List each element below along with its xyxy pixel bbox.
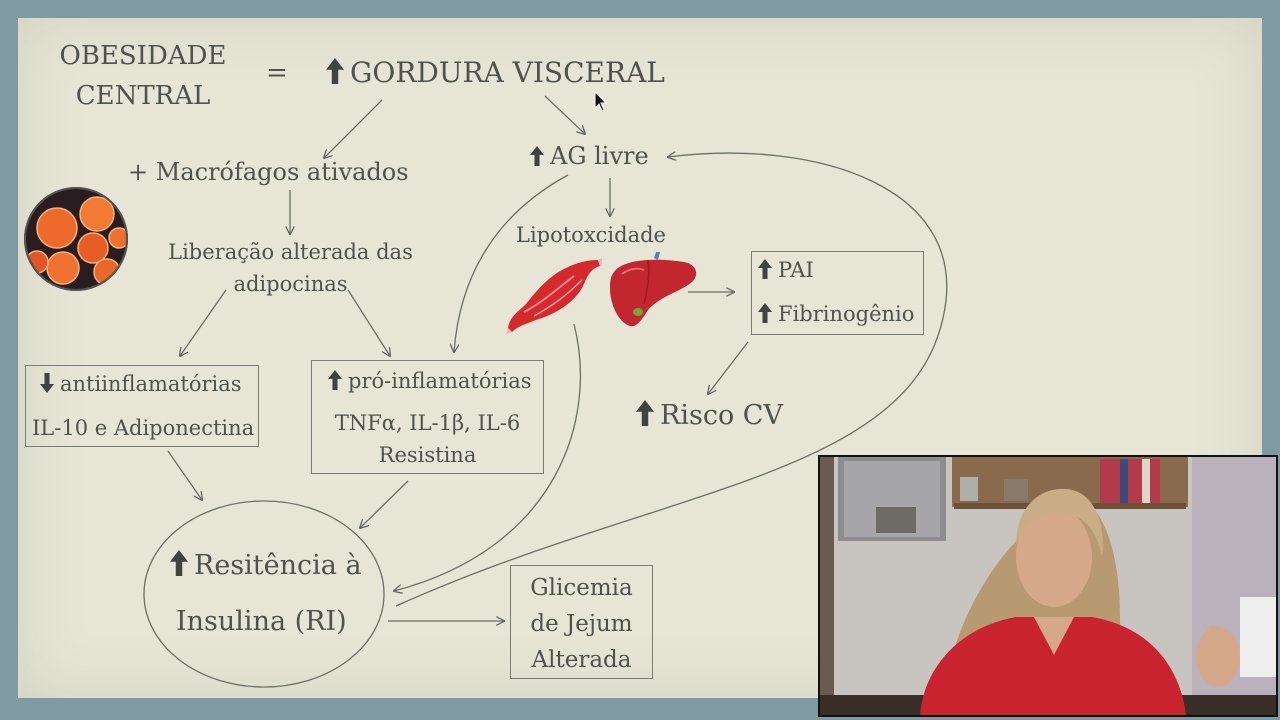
- ri-line1: Resitência à: [170, 550, 362, 581]
- slide: OBESIDADE CENTRAL = GORDURA VISCERAL + M…: [18, 18, 1262, 698]
- arrow-gordura-to-macrofagos: [324, 99, 383, 158]
- adipocyte-cells-icon: [24, 187, 128, 291]
- proinflamatorias-box: pró-inflamatórias TNFα, IL-1β, IL-6 Resi…: [311, 360, 544, 474]
- diagram-connectors: [143, 95, 948, 688]
- glicemia-box: Glicemia de Jejum Alterada: [510, 565, 653, 679]
- ag-livre-label: AG livre: [530, 142, 649, 170]
- liberacao-line2: adipocinas: [233, 272, 348, 296]
- muscle-icon: [506, 258, 602, 334]
- gordura-visceral-label: GORDURA VISCERAL: [326, 56, 665, 89]
- liberacao-adipocinas: Liberação alterada das adipocinas: [158, 236, 423, 300]
- glicemia-line2: de Jejum: [530, 611, 633, 637]
- glicemia-line3: Alterada: [531, 647, 632, 673]
- ri-line2: Insulina (RI): [176, 606, 347, 637]
- antiinflamatorias-items: IL-10 e Adiponectina: [32, 416, 255, 440]
- arrow-ri-to-ag-loop: [395, 153, 948, 607]
- arrow-anti-to-ri: [167, 450, 202, 500]
- glicemia-text: Glicemia de Jejum Alterada: [511, 570, 652, 678]
- title-line1: OBESIDADE: [59, 41, 227, 71]
- lipotoxicidade-label: Lipotoxcidade: [516, 223, 666, 247]
- title-obesidade-central: OBESIDADE CENTRAL: [48, 36, 238, 116]
- presenter-video-frame: [820, 457, 1276, 715]
- pai-label: PAI: [758, 258, 814, 282]
- macrofagos-label: + Macrófagos ativados: [128, 158, 409, 186]
- glicemia-line1: Glicemia: [530, 575, 633, 601]
- equals-sign: =: [266, 58, 288, 88]
- arrow-pai-to-risco: [708, 341, 749, 394]
- proinflamatorias-items: TNFα, IL-1β, IL-6: [334, 411, 521, 435]
- pai-fibrinogenio-box: PAI Fibrinogênio: [751, 251, 924, 335]
- arrow-muscle-to-ri: [394, 323, 581, 591]
- antiinflamatorias-box: antiinflamatórias IL-10 e Adiponectina: [25, 365, 259, 447]
- liver-icon: [610, 252, 697, 327]
- arrow-pro-to-ri: [360, 480, 409, 528]
- proinflamatorias-items2: Resistina: [378, 443, 477, 467]
- fibrinogenio-label: Fibrinogênio: [758, 302, 914, 326]
- proinflamatorias-label: pró-inflamatórias: [328, 369, 532, 393]
- presenter-webcam-overlay: [818, 455, 1278, 717]
- antiinflamatorias-label: antiinflamatórias: [40, 372, 242, 396]
- liberacao-line1: Liberação alterada das: [168, 240, 413, 264]
- arrow-gordura-to-ag: [544, 95, 585, 134]
- risco-cv-label: Risco CV: [636, 400, 783, 431]
- ri-ellipse: [143, 500, 385, 688]
- title-line2: CENTRAL: [75, 81, 211, 111]
- arrow-ag-to-pro: [454, 174, 569, 352]
- arrow-liberacao-to-anti: [180, 289, 227, 356]
- arrow-liberacao-to-pro: [347, 289, 390, 356]
- mouse-cursor-icon: [594, 91, 608, 112]
